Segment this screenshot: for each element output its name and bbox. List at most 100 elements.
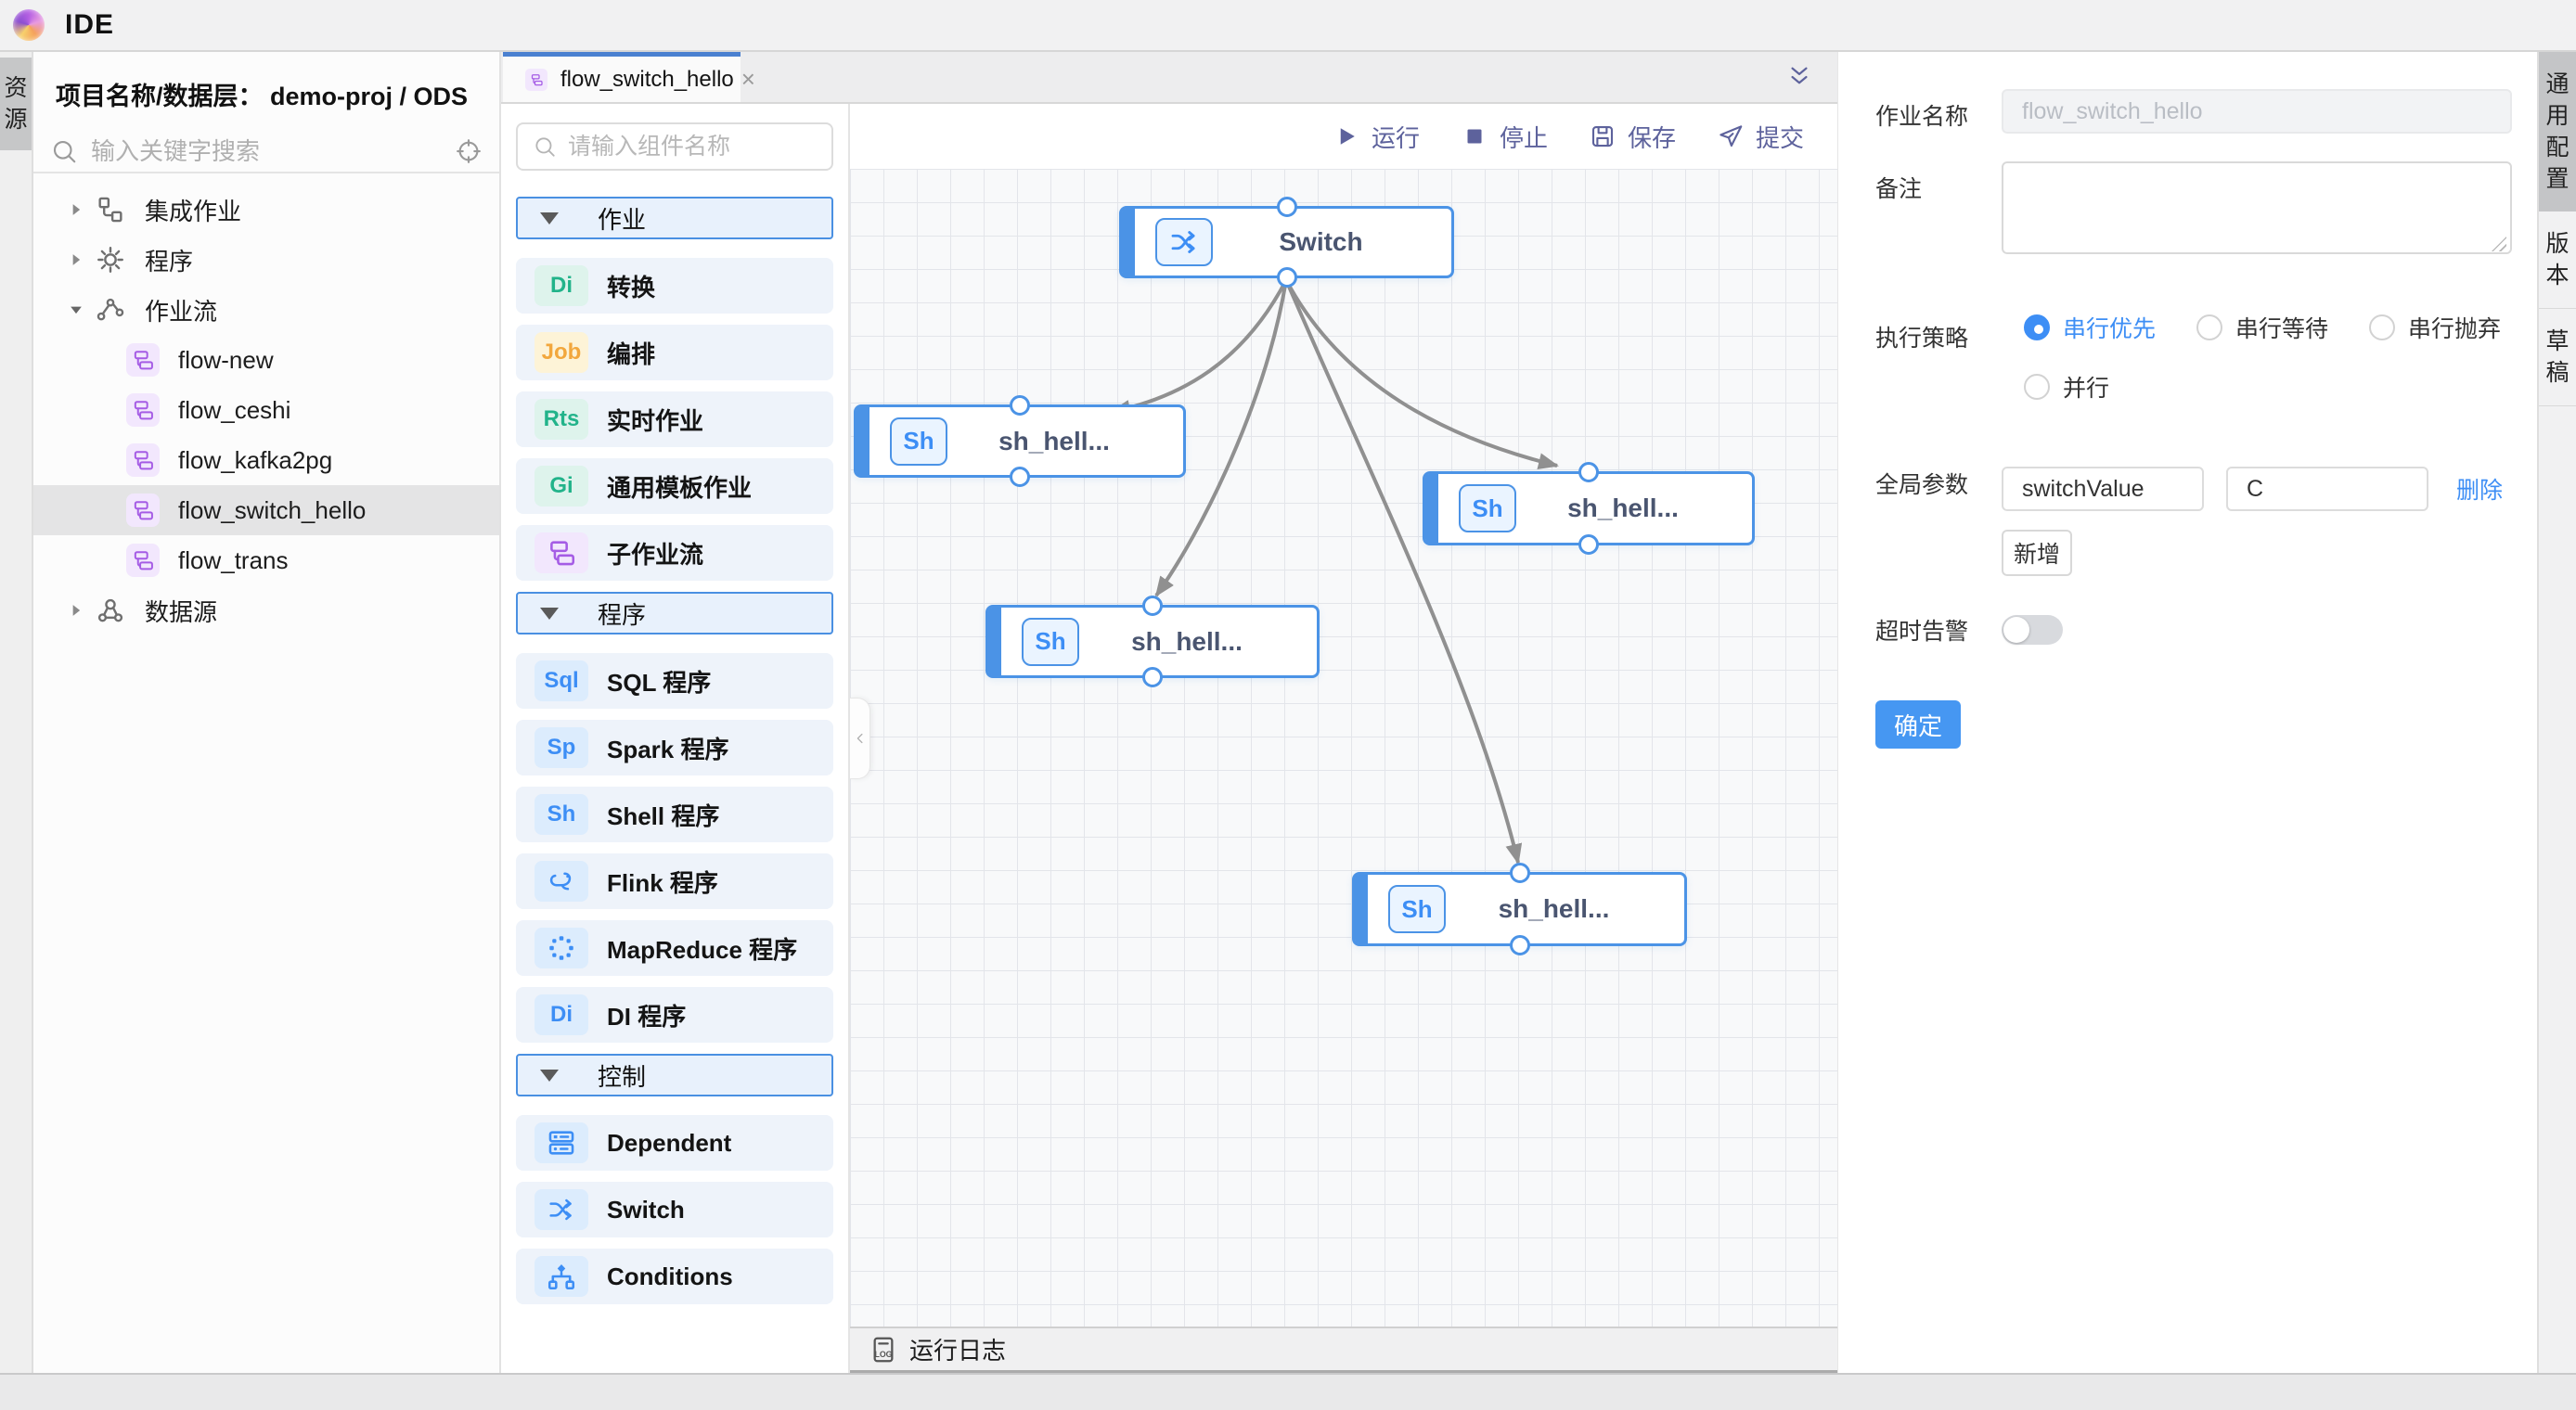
input-port[interactable] bbox=[1509, 863, 1530, 883]
node-label: Switch bbox=[1279, 227, 1363, 256]
strategy-radio-并行[interactable]: 并行 bbox=[2024, 370, 2109, 404]
panel-tab-草稿[interactable]: 草稿 bbox=[2539, 309, 2576, 406]
submit-icon bbox=[1719, 125, 1743, 147]
param-value-input[interactable] bbox=[2226, 467, 2428, 511]
palette-item-Conditions[interactable]: Conditions bbox=[516, 1249, 833, 1304]
panel-tab-通用配置[interactable]: 通用配置 bbox=[2539, 52, 2576, 212]
output-port[interactable] bbox=[1276, 267, 1297, 288]
palette-item-Shell 程序[interactable]: Sh Shell 程序 bbox=[516, 787, 833, 842]
tree-item-程序[interactable]: 程序 bbox=[33, 235, 499, 285]
output-port[interactable] bbox=[1578, 534, 1599, 555]
output-port[interactable] bbox=[1010, 467, 1030, 487]
locate-target-icon[interactable] bbox=[455, 137, 483, 165]
integration-icon bbox=[95, 194, 126, 225]
subflow-icon bbox=[535, 532, 588, 573]
palette-item-MapReduce 程序[interactable]: MapReduce 程序 bbox=[516, 920, 833, 976]
tree-item-集成作业[interactable]: 集成作业 bbox=[33, 185, 499, 235]
desktop-strip bbox=[0, 1373, 2576, 1410]
input-port[interactable] bbox=[1578, 462, 1599, 482]
node-label: sh_hell... bbox=[1498, 894, 1610, 923]
panel-tab-版本[interactable]: 版本 bbox=[2539, 212, 2576, 309]
conditions-icon bbox=[535, 1256, 588, 1297]
tree-item-数据源[interactable]: 数据源 bbox=[33, 585, 499, 635]
input-port[interactable] bbox=[1142, 596, 1163, 616]
run-button[interactable]: 运行 bbox=[1333, 120, 1420, 154]
radio-icon[interactable] bbox=[2196, 314, 2223, 340]
edge-switch-to-sh3[interactable] bbox=[1154, 279, 1288, 597]
expand-arrow-icon[interactable] bbox=[67, 301, 85, 319]
radio-icon[interactable] bbox=[2369, 314, 2396, 340]
tree-item-flow_switch_hello[interactable]: flow_switch_hello bbox=[33, 485, 499, 535]
tree-item-flow_trans[interactable]: flow_trans bbox=[33, 535, 499, 585]
remark-textarea[interactable] bbox=[2002, 161, 2512, 254]
input-port[interactable] bbox=[1276, 197, 1297, 217]
edge-switch-to-sh1[interactable] bbox=[1110, 279, 1288, 417]
tree-item-flow-new[interactable]: flow-new bbox=[33, 335, 499, 385]
strategy-radio-串行等待[interactable]: 串行等待 bbox=[2196, 311, 2328, 344]
flow-badge-icon bbox=[126, 494, 160, 527]
palette-item-Switch[interactable]: Switch bbox=[516, 1182, 833, 1237]
integration-icon bbox=[98, 197, 122, 223]
palette-item-子作业流[interactable]: 子作业流 bbox=[516, 525, 833, 581]
keyword-search-input[interactable] bbox=[91, 136, 455, 166]
palette-collapse-handle[interactable] bbox=[850, 698, 870, 779]
add-param-button[interactable]: 新增 bbox=[2002, 530, 2072, 576]
palette-item-label: Shell 程序 bbox=[607, 801, 720, 830]
strategy-radio-串行优先[interactable]: 串行优先 bbox=[2024, 311, 2156, 344]
palette-item-Spark 程序[interactable]: SpSpark 程序 bbox=[516, 720, 833, 776]
palette-item-Flink 程序[interactable]: Flink 程序 bbox=[516, 853, 833, 909]
workflow-badge-icon bbox=[525, 68, 547, 91]
edge-switch-to-sh2[interactable] bbox=[1284, 279, 1559, 469]
palette-item-DI 程序[interactable]: DiDI 程序 bbox=[516, 987, 833, 1043]
mapreduce-icon bbox=[535, 928, 588, 968]
tree-item-flow_ceshi[interactable]: flow_ceshi bbox=[33, 385, 499, 435]
expand-arrow-icon[interactable] bbox=[67, 250, 85, 269]
log-file-icon: LOG bbox=[873, 1337, 894, 1362]
stop-button[interactable]: 停止 bbox=[1461, 120, 1548, 154]
run-log-bar[interactable]: LOG 运行日志 bbox=[850, 1327, 1837, 1373]
tree-item-作业流[interactable]: 作业流 bbox=[33, 285, 499, 335]
tree-item-flow_kafka2pg[interactable]: flow_kafka2pg bbox=[33, 435, 499, 485]
output-port[interactable] bbox=[1142, 667, 1163, 687]
edge-switch-to-sh4[interactable] bbox=[1284, 279, 1523, 865]
palette-item-SQL 程序[interactable]: SqlSQL 程序 bbox=[516, 653, 833, 709]
output-port[interactable] bbox=[1509, 935, 1530, 955]
radio-icon[interactable] bbox=[2024, 314, 2050, 340]
tab-close-icon[interactable]: × bbox=[741, 65, 755, 93]
sidebar: 项目名称/数据层： demo-proj / ODS 集成作业程序作业流flow-… bbox=[33, 52, 501, 1373]
palette-section-程序[interactable]: 程序 bbox=[516, 592, 833, 634]
radio-icon[interactable] bbox=[2024, 374, 2050, 400]
sidebar-tab-resources[interactable]: 资源 bbox=[0, 58, 32, 150]
component-badge: Sh bbox=[535, 794, 588, 835]
job-name-input[interactable] bbox=[2002, 89, 2512, 134]
expand-arrow-icon[interactable] bbox=[67, 200, 85, 219]
tab-list-chevrons-icon[interactable] bbox=[1785, 63, 1813, 91]
timeout-alarm-toggle[interactable] bbox=[2002, 615, 2063, 645]
palette-section-作业[interactable]: 作业 bbox=[516, 197, 833, 239]
save-button[interactable]: 保存 bbox=[1589, 120, 1676, 154]
node-label: sh_hell... bbox=[998, 426, 1110, 455]
strategy-radio-串行抛弃[interactable]: 串行抛弃 bbox=[2369, 311, 2501, 344]
palette-item-Dependent[interactable]: Dependent bbox=[516, 1115, 833, 1171]
expand-arrow-icon[interactable] bbox=[67, 601, 85, 620]
palette-section-控制[interactable]: 控制 bbox=[516, 1054, 833, 1096]
delete-param-link[interactable]: 删除 bbox=[2456, 478, 2504, 504]
confirm-button[interactable]: 确定 bbox=[1875, 700, 1961, 749]
component-search-input[interactable] bbox=[568, 133, 848, 160]
tab-flow-switch-hello[interactable]: flow_switch_hello × bbox=[503, 52, 755, 102]
flow-node-switch[interactable]: Switch bbox=[1119, 197, 1454, 288]
input-port[interactable] bbox=[1010, 395, 1030, 416]
param-key-input[interactable] bbox=[2002, 467, 2204, 511]
app-logo bbox=[13, 9, 45, 41]
submit-button[interactable]: 提交 bbox=[1717, 120, 1804, 154]
